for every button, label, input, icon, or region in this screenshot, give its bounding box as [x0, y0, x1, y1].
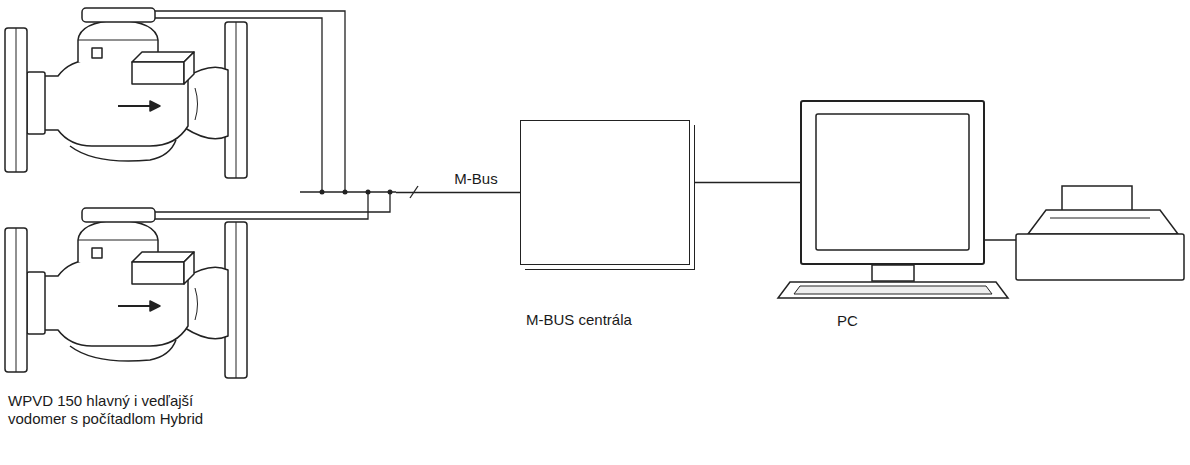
bus-label: M-Bus — [451, 170, 500, 187]
pc-monitor: PC — [800, 100, 985, 265]
water-meter — [5, 208, 247, 378]
printer — [1016, 186, 1184, 280]
junction-dots — [320, 190, 393, 195]
meter-group: WPVD 150 hlavný i vedľajší vodomer s poč… — [0, 0, 396, 465]
node-label: WPVD 150 hlavný i vedľajší vodomer s poč… — [8, 392, 208, 428]
water-meter — [5, 8, 247, 178]
central-unit-box: M-BUS centrála — [520, 120, 690, 265]
node-label: PC — [837, 312, 937, 330]
bus-connector — [690, 182, 800, 183]
node-label: M-BUS centrála — [526, 311, 726, 329]
bus-wires — [155, 11, 418, 219]
bus-connector — [396, 192, 520, 193]
pc-parts — [778, 114, 1016, 298]
